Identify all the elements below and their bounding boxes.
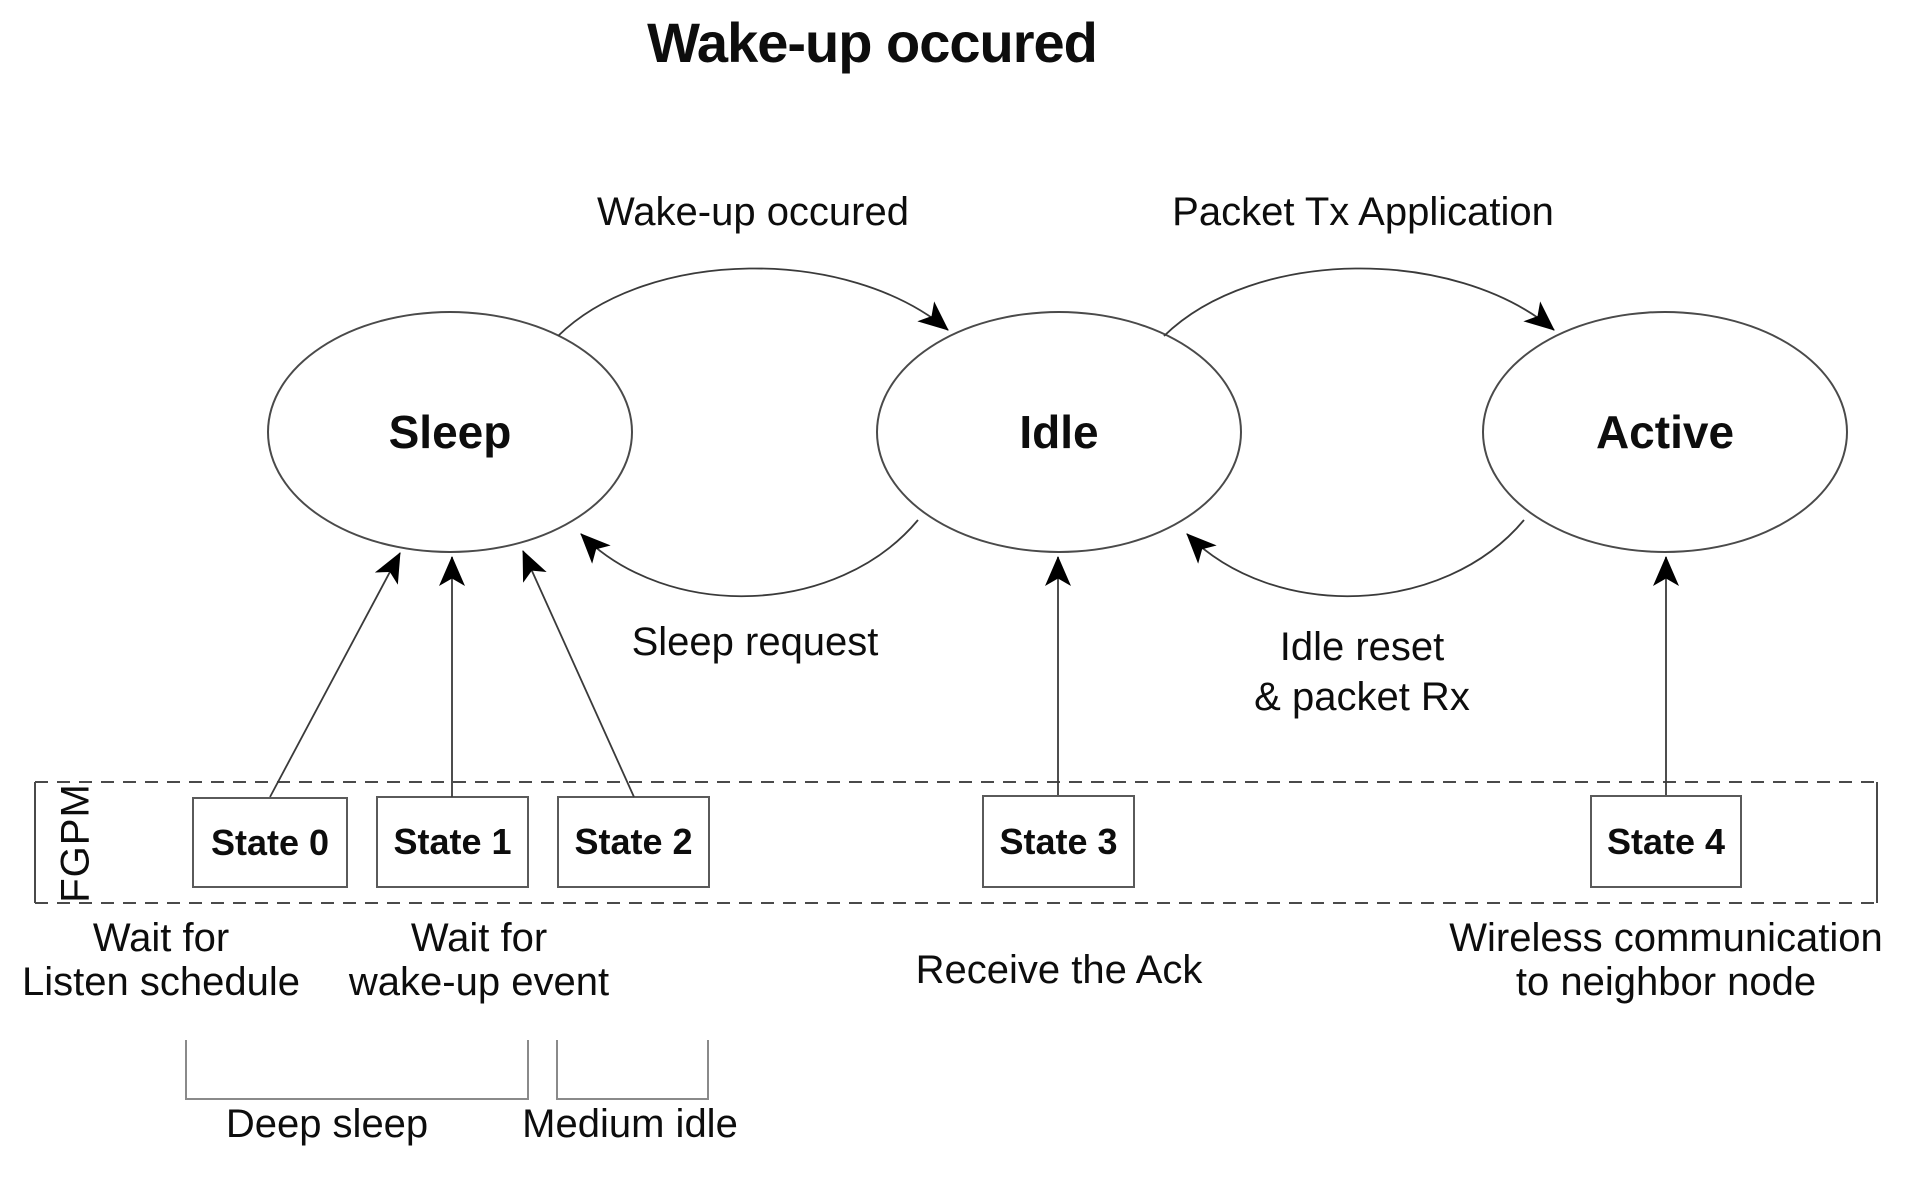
state-1-label: State 1	[393, 821, 512, 862]
state-4-annotation-line1: Wireless communication	[1449, 916, 1883, 960]
wake-up-transition-arrow	[557, 267, 949, 337]
state-1-2-annotation-line2: wake-up event	[348, 960, 610, 1004]
state-0-annotation-line2: Listen schedule	[22, 960, 300, 1004]
wake-up-transition-label: Wake-up occured	[597, 190, 909, 234]
packet-tx-transition-arrow	[1163, 267, 1555, 337]
ellipse-state-sleep: Sleep	[267, 311, 633, 553]
state-2-box: State 2	[557, 796, 710, 888]
sleep-state-label: Sleep	[388, 406, 512, 458]
state-4-label: State 4	[1606, 820, 1726, 862]
idle-reset-transition-label: Idle reset & packet Rx	[1254, 622, 1470, 722]
state-2-to-sleep-arrow	[522, 550, 635, 798]
idle-reset-label-line1: Idle reset	[1279, 625, 1445, 669]
ellipse-state-idle: Idle	[876, 311, 1242, 553]
medium-idle-caption: Medium idle	[522, 1102, 738, 1146]
state-1-box: State 1	[376, 796, 529, 888]
sleep-request-transition-label: Sleep request	[631, 620, 879, 664]
state-0-to-sleep-arrow	[269, 552, 401, 798]
state-3-annotation: Receive the Ack	[915, 948, 1203, 992]
state-0-label: State 0	[210, 821, 330, 863]
idle-state-label: Idle	[1019, 406, 1099, 458]
idle-reset-transition-arrow	[1186, 519, 1525, 598]
deep-sleep-caption: Deep sleep	[225, 1102, 429, 1146]
sleep-request-transition-arrow	[580, 519, 919, 598]
state-4-annotation: Wireless communication to neighbor node	[1449, 916, 1882, 1004]
state-0-annotation-line1: Wait for	[92, 916, 230, 960]
packet-tx-transition-label: Packet Tx Application	[1172, 190, 1554, 234]
diagram-title: Wake-up occured	[647, 11, 1098, 74]
active-state-label: Active	[1595, 406, 1735, 458]
state-4-annotation-line2: to neighbor node	[1515, 960, 1817, 1004]
idle-reset-label-line2: & packet Rx	[1254, 675, 1470, 719]
state-3-label: State 3	[999, 820, 1118, 862]
state-0-annotation: Wait for Listen schedule	[22, 916, 300, 1004]
state-2-label: State 2	[574, 821, 693, 862]
fgpm-container-label: FGPM	[53, 783, 98, 903]
medium-idle-bracket	[556, 1040, 709, 1100]
state-0-box: State 0	[192, 797, 348, 888]
ellipse-state-active: Active	[1482, 311, 1848, 553]
state-3-box: State 3	[982, 795, 1135, 888]
deep-sleep-bracket	[185, 1040, 529, 1100]
state-1-2-annotation: Wait for wake-up event	[349, 916, 609, 1004]
state-4-box: State 4	[1590, 795, 1742, 888]
state-1-2-annotation-line1: Wait for	[410, 916, 548, 960]
